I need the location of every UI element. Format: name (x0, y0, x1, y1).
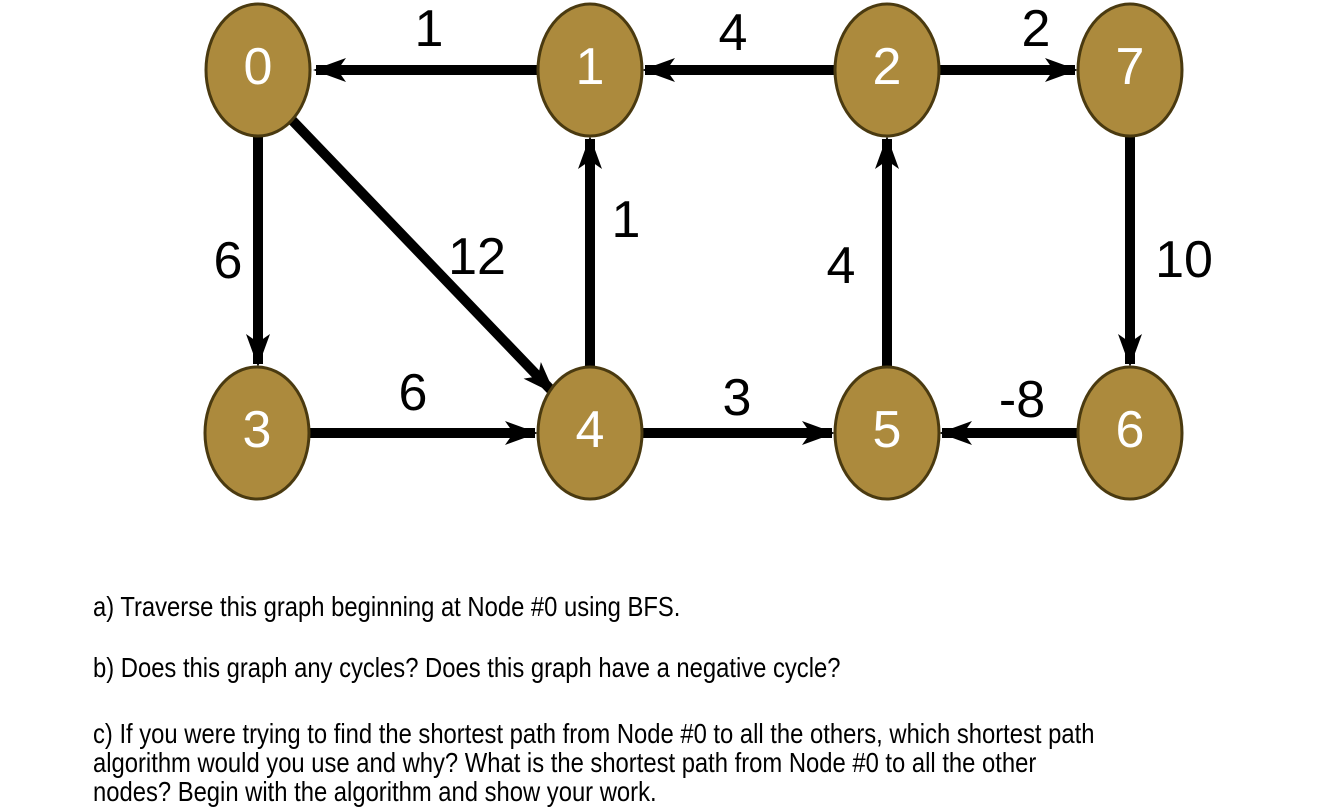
edges-layer (246, 58, 1142, 445)
edge-weight-4-1: 1 (612, 191, 641, 249)
graph-node-3 (203, 365, 311, 501)
edge-weight-4-5: 3 (723, 369, 752, 427)
graph-node-1 (536, 2, 644, 138)
question-c-line-1: c) If you were trying to find the shorte… (93, 718, 1095, 749)
question-a: a) Traverse this graph beginning at Node… (93, 591, 681, 622)
edge-weight-2-7: 2 (1022, 0, 1051, 58)
edge-weight-0-3: 6 (214, 232, 243, 290)
question-c-line-3: nodes? Begin with the algorithm and show… (93, 776, 657, 807)
edge-weight-3-4: 6 (399, 364, 428, 422)
edge-0-to-4 (286, 114, 557, 396)
graph-node-0 (204, 2, 312, 138)
graph-node-label-2: 2 (873, 38, 902, 96)
edge-weight-5-2: 4 (827, 237, 856, 295)
edge-weight-1-0: 1 (415, 0, 444, 58)
edge-weight-6-5: -8 (999, 371, 1045, 429)
question-b: b) Does this graph any cycles? Does this… (93, 652, 841, 683)
graph-node-label-4: 4 (576, 401, 605, 459)
graph-node-4 (536, 365, 644, 501)
graph-node-6 (1076, 365, 1184, 501)
graph-node-label-6: 6 (1116, 401, 1145, 459)
graph-node-label-3: 3 (243, 401, 272, 459)
graph-node-label-7: 7 (1116, 38, 1145, 96)
graph-node-label-1: 1 (576, 38, 605, 96)
graph-node-7 (1076, 2, 1184, 138)
graph-node-label-5: 5 (873, 401, 902, 459)
graph-node-2 (833, 2, 941, 138)
graph-node-5 (833, 365, 941, 501)
question-c-line-2: algorithm would you use and why? What is… (93, 747, 1037, 778)
edge-weight-0-4: 12 (448, 228, 506, 286)
edge-weight-7-6: 10 (1155, 231, 1213, 289)
graph-node-label-0: 0 (244, 38, 273, 96)
edge-weight-2-1: 4 (719, 4, 748, 62)
